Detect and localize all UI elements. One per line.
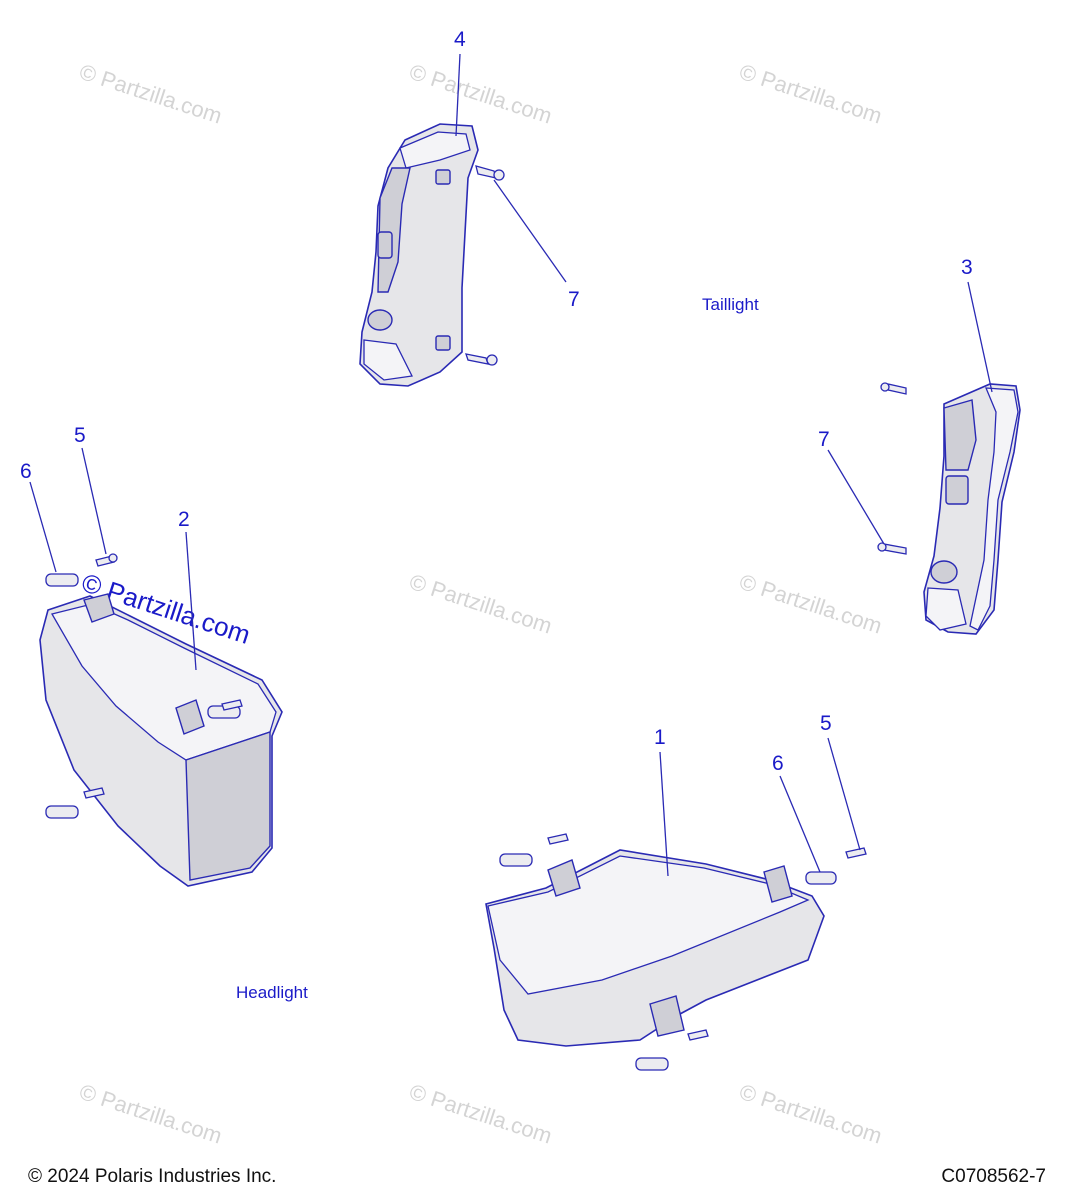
callout-6a: 6 [20, 460, 32, 483]
part-4-taillight-housing [359, 123, 479, 387]
watermark: © Partzilla.com [76, 1079, 225, 1149]
leader-7b [827, 449, 885, 545]
copyright-text: © 2024 Polaris Industries Inc. [28, 1166, 277, 1187]
leader-3 [967, 281, 993, 393]
screw-7a-upper [475, 165, 505, 181]
leader-5a [81, 447, 107, 555]
part-2-headlight [39, 593, 283, 887]
callout-1: 1 [654, 726, 666, 749]
watermark: © Partzilla.com [736, 569, 885, 639]
part-3-taillight-housing [923, 383, 1021, 635]
leader-7a [493, 179, 567, 283]
watermark: © Partzilla.com [406, 569, 555, 639]
callout-2: 2 [178, 508, 190, 531]
leader-1 [659, 751, 669, 877]
screw-7a-lower [465, 353, 498, 366]
callout-4: 4 [454, 28, 466, 51]
leader-4 [455, 53, 461, 137]
callout-5b: 5 [820, 712, 832, 735]
callouts: 4 7 3 7 5 6 2 1 6 5 [20, 28, 973, 775]
leader-6a [29, 481, 57, 573]
screw-7b-upper [880, 382, 907, 395]
callout-7a: 7 [568, 288, 580, 311]
section-label-taillight: Taillight [702, 295, 759, 314]
callout-3: 3 [961, 256, 973, 279]
watermark: © Partzilla.com [736, 59, 885, 129]
watermark: © Partzilla.com [736, 1079, 885, 1149]
spring-6a [45, 573, 79, 587]
callout-6b: 6 [772, 752, 784, 775]
leader-2 [185, 531, 197, 671]
callout-7b: 7 [818, 428, 830, 451]
watermark: © Partzilla.com [406, 1079, 555, 1149]
leader-5b [827, 737, 861, 851]
watermark-layer: © Partzilla.com © Partzilla.com © Partzi… [76, 59, 885, 1149]
watermark: © Partzilla.com [406, 59, 555, 129]
callout-5a: 5 [74, 424, 86, 447]
leader-lines [29, 53, 993, 877]
part-1-headlight [485, 849, 825, 1047]
leader-6b [779, 775, 821, 873]
spring-headlight-left [45, 699, 243, 819]
screw-7b-lower [877, 542, 907, 555]
screw-5a [95, 553, 118, 567]
section-label-headlight: Headlight [236, 983, 308, 1002]
diagram-code: C0708562-7 [941, 1166, 1046, 1187]
watermark: © Partzilla.com [76, 59, 225, 129]
springs-headlight-right [499, 833, 867, 1071]
